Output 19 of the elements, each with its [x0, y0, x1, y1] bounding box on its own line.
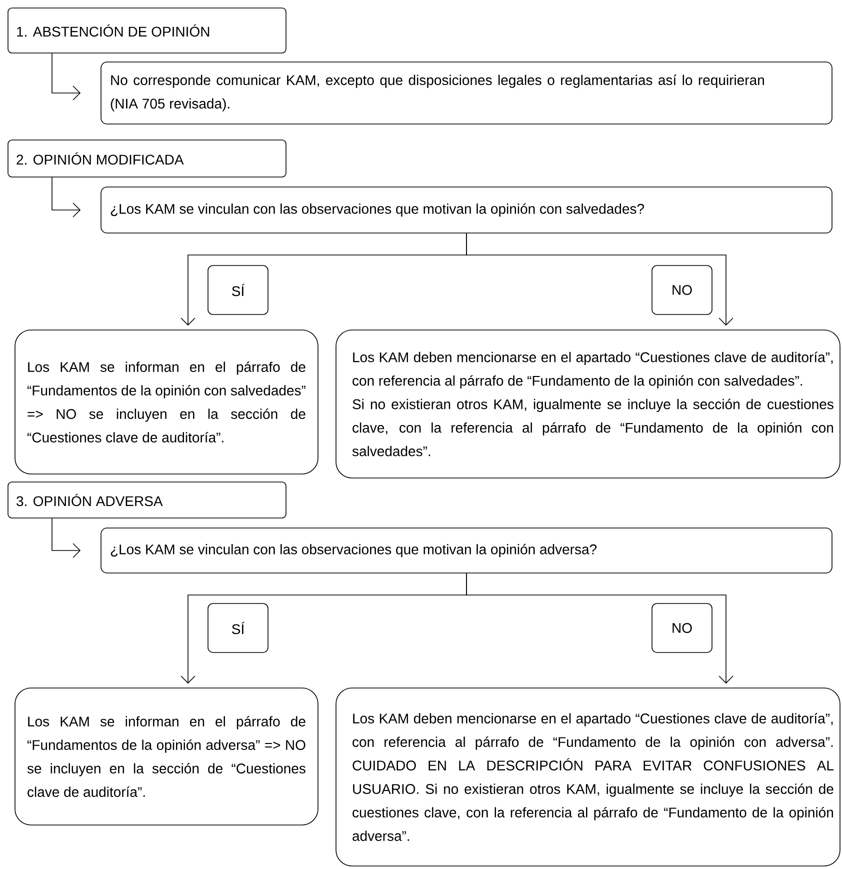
text-box: Los KAM se informan en el párrafo de “Fundamentos de la opinión adversa” => NO se incluyen en la sección de “Cuestiones clave de auditoría”.: [14, 688, 318, 826]
heading-box: 3. OPINIÓN ADVERSA: [8, 482, 286, 518]
edge-label: NO: [652, 603, 712, 653]
edge-label: NO: [652, 265, 712, 315]
text-box: Los KAM se informan en el párrafo de “Fundamentos de la opinión con salvedades” => NO se incluyen en la sección de “Cuestiones clave de auditoría”.: [14, 330, 318, 474]
text-box: ¿Los KAM se vinculan con las observaciones que motivan la opinión con salvedades?: [100, 186, 832, 234]
text-box: Los KAM deben mencionarse en el apartado “Cuestiones clave de auditoría”, con referencia al párrafo de “Fundamento de la opinión con adversa”. CUIDADO EN LA DESCRIPCIÓN PARA EVITAR CONFUSIONES AL USUARIO. Si no existieran otros KAM, igualmente se incluye la sección de cuestiones clave, con la referencia al párrafo de “Fundamento de la opinión adversa”.: [336, 688, 840, 866]
arrow: [52, 518, 81, 558]
text-box: ¿Los KAM se vinculan con las observaciones que motivan la opinión adversa?: [100, 528, 832, 574]
arrow: [466, 232, 734, 326]
edge-label: SÍ: [208, 265, 268, 315]
text-box: Los KAM deben mencionarse en el apartado “Cuestiones clave de auditoría”, con referencia al párrafo de “Fundamento de la opinión con salvedades”. Si no existieran otros KAM, igualmente se incluye la sección de cuestiones clave, con la referencia al párrafo de “Fundamento de la opinión con salvedades”.: [336, 330, 840, 478]
edge-label: SÍ: [208, 603, 268, 653]
arrow: [466, 573, 734, 684]
heading-box: 1. ABSTENCIÓN DE OPINIÓN: [8, 8, 286, 54]
arrow: [52, 177, 81, 218]
heading-box: 2. OPINIÓN MODIFICADA: [8, 140, 286, 178]
text-box: No corresponde comunicar KAM, excepto que disposiciones legales o reglamentarias así lo requirieran (NIA 705 revisada).: [100, 62, 832, 124]
arrow: [52, 53, 81, 100]
